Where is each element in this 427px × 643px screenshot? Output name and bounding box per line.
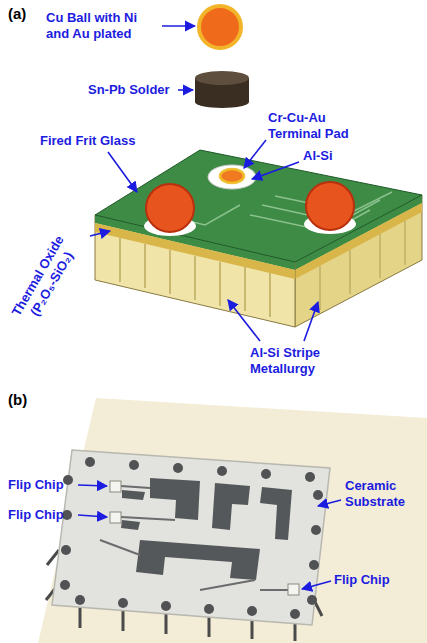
leader-line [78,485,341,589]
panel-letter: (b) [8,392,48,408]
cu-ball [199,6,241,48]
terminal-pad [220,169,244,183]
conductor-trace [100,486,288,590]
callout-label: Fired Frit Glass [40,133,160,149]
callout-label: Sn-Pb Solder [88,82,178,98]
callout-label: Cu Ball with Ni and Au plated [46,10,160,42]
pins [60,457,323,619]
flip-chip [110,481,299,595]
solder-ball [306,182,354,230]
callout-label: Flip Chip [334,572,404,588]
callout-label: Flip Chip [8,507,76,523]
panel-letter: (a) [8,6,48,22]
callout-label: Cr-Cu-Au Terminal Pad [268,110,366,142]
callout-label: Thermal Oxide (P₂O₅-SiO₂) [4,225,86,335]
solder [195,71,249,85]
frit-glass [208,165,256,189]
photo-ground [38,398,427,643]
solder-ball [146,184,194,232]
callout-label: Flip Chip [8,477,76,493]
glass-top [95,150,422,262]
callout-label: Al-Si Stripe Metallurgy [250,345,350,377]
circuit-pattern [121,478,292,580]
solder [195,96,249,108]
callout-label: Ceramic Substrate [345,478,423,510]
leader-line [90,26,318,341]
callout-label: Al-Si [303,148,363,164]
ceramic-substrate [52,450,330,625]
